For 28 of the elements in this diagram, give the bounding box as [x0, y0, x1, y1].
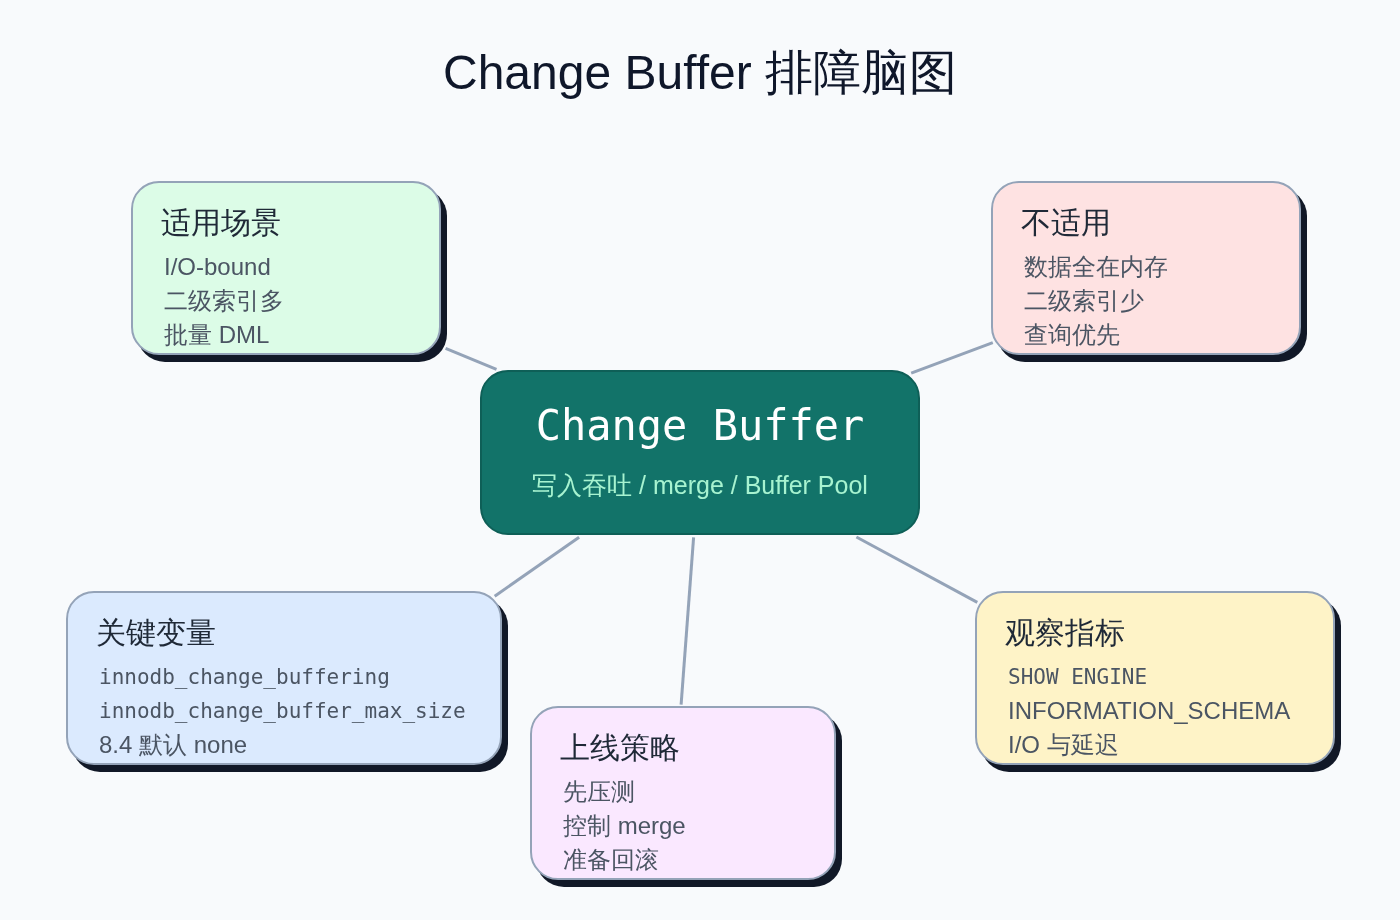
topic-heading: 不适用: [1021, 205, 1111, 241]
topic-item: I/O-bound: [163, 252, 271, 282]
central-topic-title: Change Buffer: [535, 400, 865, 452]
topic-item: innodb_change_buffer_max_size: [98, 698, 466, 725]
topic-item: SHOW ENGINE: [1007, 664, 1148, 691]
topic-heading: 上线策略: [560, 730, 680, 766]
topic-item: 准备回滚: [562, 845, 659, 875]
central-topic-box: [480, 370, 920, 535]
topic-item: 数据全在内存: [1023, 252, 1168, 282]
topic-item: 8.4 默认 none: [98, 730, 248, 760]
connector-line: [493, 535, 580, 598]
title: Change Buffer 排障脑图: [443, 45, 957, 101]
topic-item: 批量 DML: [163, 320, 270, 350]
central-topic-subtitle: 写入吞吐 / merge / Buffer Pool: [532, 470, 868, 501]
topic-heading: 关键变量: [96, 615, 216, 651]
topic-item: 先压测: [562, 777, 635, 807]
topic-item: 查询优先: [1023, 320, 1120, 350]
connector-line: [855, 535, 978, 604]
topic-item: 二级索引多: [163, 286, 284, 316]
topic-item: I/O 与延迟: [1007, 730, 1119, 760]
connector-line: [679, 537, 696, 705]
topic-item: 控制 merge: [562, 811, 686, 841]
topic-item: INFORMATION_SCHEMA: [1007, 696, 1291, 726]
topic-item: 二级索引少: [1023, 286, 1144, 316]
topic-heading: 适用场景: [161, 205, 281, 241]
connector-line: [910, 341, 994, 375]
topic-heading: 观察指标: [1005, 615, 1125, 651]
topic-item: innodb_change_buffering: [98, 664, 390, 691]
